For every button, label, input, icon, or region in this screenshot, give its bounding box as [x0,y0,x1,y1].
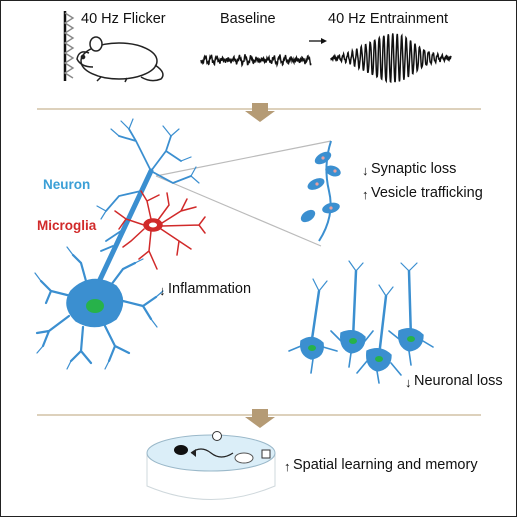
spatial-learning-label: Spatial learning and memory [293,457,478,473]
mouse-drawing [76,36,164,83]
neuron-illustration [34,118,200,370]
microglia-illustration [114,190,206,270]
synapse-zoom-illustration [300,140,341,242]
neuron-cluster-illustration [288,260,434,384]
flow-arrow-down-icon [245,409,275,428]
water-maze-illustration [146,431,276,500]
arrow-down-icon: ↓ [362,163,369,178]
entrainment-wave [330,33,452,84]
arrow-down-icon: ↓ [405,375,412,390]
arrow-down-icon: ↓ [159,283,166,298]
arrow-right-icon [309,38,327,44]
vesicle-trafficking-label: Vesicle trafficking [371,185,483,201]
flicker-panel [63,11,75,81]
zoom-lines [155,140,332,247]
arrow-up-icon: ↑ [362,187,369,202]
baseline-label: Baseline [220,11,276,27]
arrow-up-icon: ↑ [284,459,291,474]
baseline-wave [200,54,312,68]
flicker-label: 40 Hz Flicker [81,11,166,27]
flow-arrow-down-icon [245,103,275,122]
inflammation-label: Inflammation [168,281,252,297]
synaptic-loss-label: Synaptic loss [371,161,457,177]
entrainment-label: 40 Hz Entrainment [328,11,449,27]
microglia-label: Microglia [37,218,97,233]
neuron-label: Neuron [43,177,91,192]
neuronal-loss-label: Neuronal loss [414,373,503,389]
